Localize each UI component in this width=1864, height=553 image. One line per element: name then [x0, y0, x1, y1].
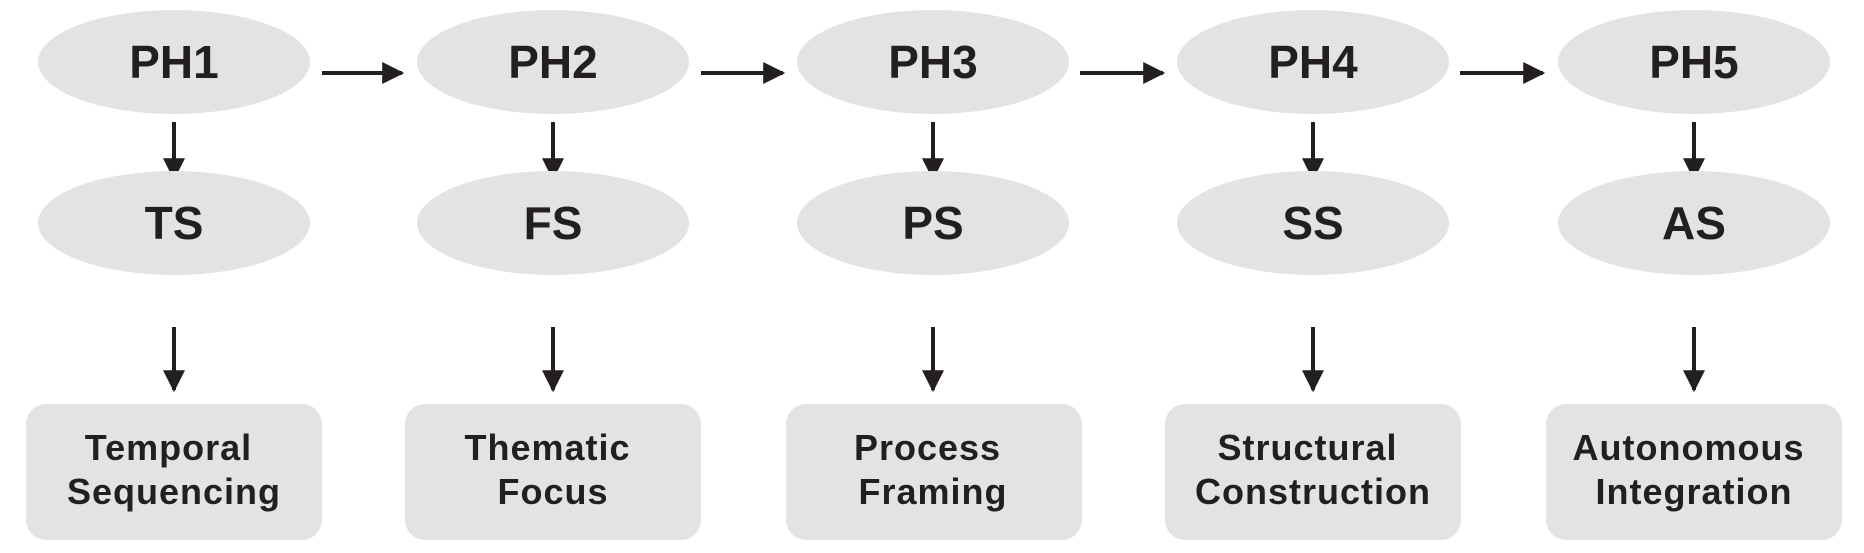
outcome-line1-5: Autonomous — [1573, 427, 1805, 468]
column-5: PH5 AS Autonomous Integration — [1546, 10, 1842, 540]
strategy-label-1: TS — [145, 197, 204, 249]
phase-node-1 — [38, 10, 310, 114]
strategy-label-3: PS — [902, 197, 963, 249]
phase-node-2 — [417, 10, 689, 114]
outcome-line2-2: Focus — [497, 471, 608, 512]
outcome-line1-2: Thematic — [464, 427, 630, 468]
column-2: PH2 FS Thematic Focus — [405, 10, 701, 540]
outcome-line2-4: Construction — [1195, 471, 1431, 512]
phase-label-4: PH4 — [1268, 36, 1358, 88]
phase-node-3 — [797, 10, 1069, 114]
outcome-label-4: Structural Construction — [1195, 427, 1431, 512]
phase-label-3: PH3 — [888, 36, 977, 88]
outcome-label-2: Thematic Focus — [464, 427, 641, 512]
outcome-label-5: Autonomous Integration — [1573, 427, 1816, 512]
outcome-box-3 — [786, 404, 1082, 540]
outcome-label-1: Temporal Sequencing — [67, 427, 281, 512]
phase-label-5: PH5 — [1649, 36, 1738, 88]
column-1: PH1 TS Temporal Sequencing — [26, 10, 322, 540]
strategy-node-5 — [1558, 171, 1830, 275]
column-4: PH4 SS Structural Construction — [1165, 10, 1461, 540]
strategy-label-2: FS — [524, 197, 583, 249]
strategy-node-1 — [38, 171, 310, 275]
strategy-node-3 — [797, 171, 1069, 275]
outcome-line2-1: Sequencing — [67, 471, 281, 512]
outcome-box-2 — [405, 404, 701, 540]
phase-label-2: PH2 — [508, 36, 597, 88]
phase-node-4 — [1177, 10, 1449, 114]
column-3: PH3 PS Process Framing — [786, 10, 1082, 540]
outcome-line1-4: Structural — [1217, 427, 1397, 468]
outcome-line1-1: Temporal — [85, 427, 252, 468]
outcome-box-4 — [1165, 404, 1461, 540]
phase-label-1: PH1 — [129, 36, 218, 88]
strategy-label-4: SS — [1282, 197, 1343, 249]
outcome-label-3: Process Framing — [854, 427, 1012, 512]
strategy-node-2 — [417, 171, 689, 275]
outcome-line2-3: Framing — [858, 471, 1007, 512]
strategy-node-4 — [1177, 171, 1449, 275]
outcome-box-5 — [1546, 404, 1842, 540]
phase-node-5 — [1558, 10, 1830, 114]
outcome-line2-5: Integration — [1596, 471, 1793, 512]
strategy-label-5: AS — [1662, 197, 1726, 249]
outcome-line1-3: Process — [854, 427, 1001, 468]
outcome-box-1 — [26, 404, 322, 540]
